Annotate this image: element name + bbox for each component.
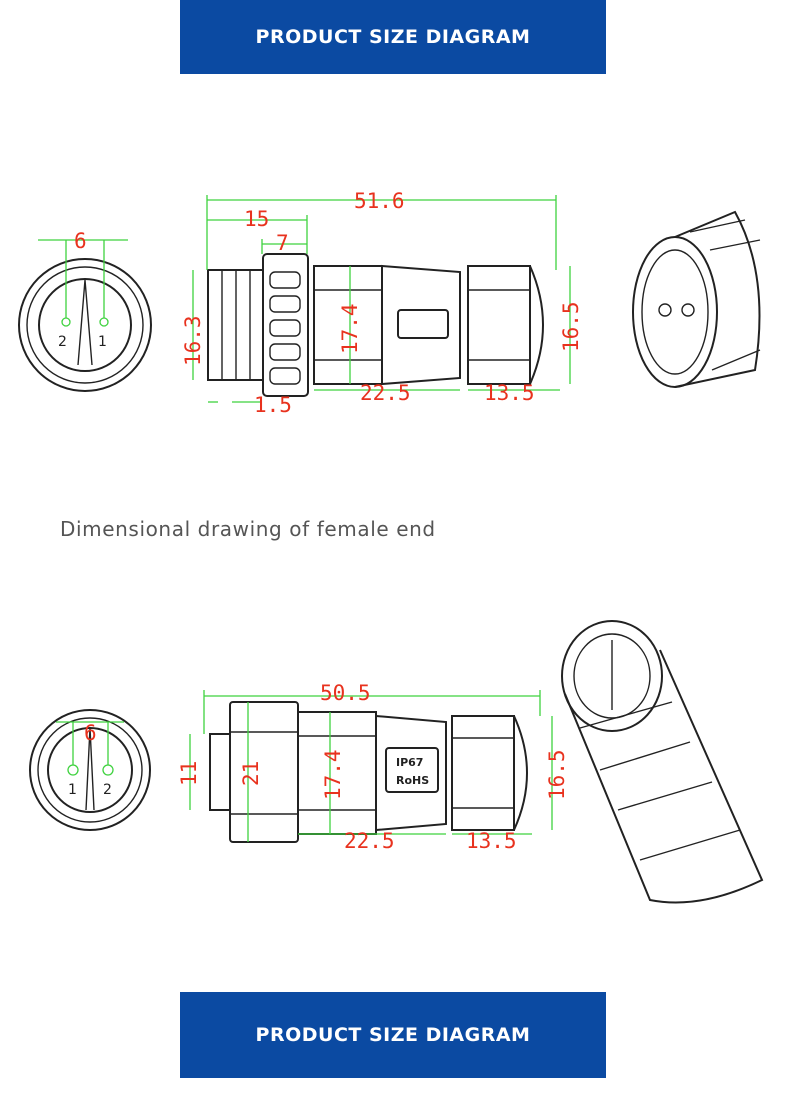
dim-body-diameter: 17.4 <box>321 749 345 800</box>
rohs-marking: RoHS <box>396 774 429 787</box>
dim-22-5: 22.5 <box>344 829 395 853</box>
dim-body-diameter: 17.4 <box>338 303 362 354</box>
male-end-diagram: 2 1 6 <box>18 189 761 417</box>
female-end-diagram: 1 2 6 IP67 RoHS 50.5 11 21 17.4 16.5 22.… <box>29 620 764 904</box>
side-view-male <box>207 253 544 397</box>
pin-label: 1 <box>98 334 107 350</box>
caption: Dimensional drawing of female end <box>60 517 436 541</box>
front-view-male: 2 1 6 <box>18 229 152 392</box>
dim-15: 15 <box>244 207 269 231</box>
dim-13-5: 13.5 <box>484 381 535 405</box>
pin-label: 2 <box>103 782 112 798</box>
dim-1-5: 1.5 <box>254 393 292 417</box>
dim-13-5: 13.5 <box>466 829 517 853</box>
dim-height-left: 16.3 <box>181 315 205 366</box>
pin-label: 2 <box>58 334 67 350</box>
dim-11: 11 <box>177 761 201 786</box>
side-view-female: IP67 RoHS <box>209 701 528 843</box>
dimension-lines-top <box>192 195 571 403</box>
front-view-female: 1 2 6 <box>29 709 151 831</box>
pin-label: 1 <box>68 782 77 798</box>
dim-height-right: 16.5 <box>545 749 569 800</box>
dim-pin-spacing: 6 <box>84 721 97 745</box>
dim-7: 7 <box>276 231 289 255</box>
banner-top: PRODUCT SIZE DIAGRAM <box>180 0 606 74</box>
connector-perspective-male <box>632 210 761 388</box>
dim-22-5: 22.5 <box>360 381 411 405</box>
dim-21: 21 <box>239 761 263 786</box>
banner-top-title: PRODUCT SIZE DIAGRAM <box>255 26 531 48</box>
dim-height-right: 16.5 <box>559 301 583 352</box>
dim-pin-spacing: 6 <box>74 229 87 253</box>
connector-perspective-female <box>561 620 764 904</box>
banner-bottom: PRODUCT SIZE DIAGRAM <box>180 992 606 1078</box>
dim-overall-length: 51.6 <box>354 189 405 213</box>
ip67-marking: IP67 <box>396 756 423 769</box>
dimension-lines-bottom <box>189 690 553 842</box>
dim-overall-length: 50.5 <box>320 681 371 705</box>
banner-bottom-title: PRODUCT SIZE DIAGRAM <box>255 1024 531 1046</box>
